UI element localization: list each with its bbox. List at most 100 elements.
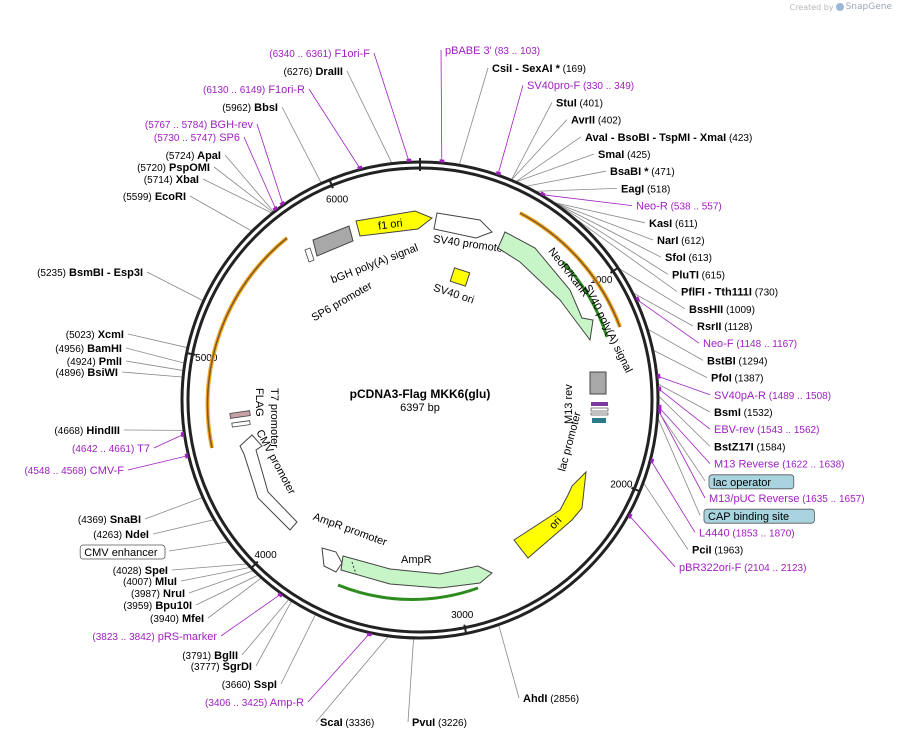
label-pos: (1853 .. 1870) <box>730 528 795 539</box>
label-pos: (3823 .. 3842) <box>92 632 154 643</box>
primer-mark <box>272 205 279 212</box>
label-name: BGH-rev <box>207 119 253 131</box>
primer-mark <box>279 200 286 207</box>
credit-text: Created by <box>789 2 834 12</box>
primer-mark <box>180 431 185 438</box>
plasmid-name: pCDNA3-Flag MKK6(glu) <box>350 387 491 401</box>
leader-line <box>315 636 389 723</box>
label-pos: (4548 .. 4568) <box>24 466 86 477</box>
primer-mark <box>540 191 546 197</box>
site-label: SfoI (613) <box>665 252 712 264</box>
primer-label: (6130 .. 6149) F1ori-R <box>203 84 305 96</box>
leader-line <box>555 202 669 275</box>
primer-label: EBV-rev (1543 .. 1562) <box>714 424 819 436</box>
leader-line <box>658 383 711 413</box>
label-name: pBABE 3' <box>445 45 492 57</box>
leader-line <box>127 333 187 348</box>
label-pos: (730) <box>752 288 778 299</box>
label-name: Bpu10I <box>152 600 192 612</box>
label-pos: (3791) <box>182 651 211 662</box>
label-pos: (1635 .. 1657) <box>799 494 864 505</box>
label-pos: (1128) <box>721 322 752 333</box>
leader-line <box>653 350 708 378</box>
site-label: (4369) SnaBI <box>78 514 141 526</box>
label-name: PciI <box>692 545 712 557</box>
feature-box-label: CAP binding site <box>703 508 815 524</box>
label-pos: (83 .. 103) <box>492 46 540 57</box>
leader-line <box>241 599 289 656</box>
primer-marks <box>180 158 662 637</box>
label-pos: (1148 .. 1167) <box>734 339 798 350</box>
tick-mark <box>631 486 642 493</box>
label-pos: (1009) <box>723 305 755 316</box>
site-label: CsiI - SexAI * (169) <box>492 63 586 75</box>
leader-line <box>648 329 704 361</box>
label-name: AhdI <box>523 693 547 705</box>
site-label: PfoI (1387) <box>711 373 763 385</box>
label-name: BssHII <box>689 304 723 316</box>
leader-line <box>224 154 274 212</box>
feature-labels: CsiI - SexAI * (169)SV40pro-F (330 .. 34… <box>24 45 864 729</box>
site-label: (5724) ApaI <box>166 150 221 162</box>
feature-lac-mark-2 <box>590 407 609 412</box>
label-pos: (471) <box>649 167 675 178</box>
tick-label: 6000 <box>326 194 349 205</box>
label-name: HindIII <box>83 425 120 437</box>
leader-line <box>516 153 595 182</box>
label-pos: (1387) <box>732 374 764 385</box>
label-pos: (1963) <box>712 546 744 557</box>
label-name: KasI <box>649 218 672 230</box>
label-name: Amp-R <box>267 697 304 709</box>
leader-line <box>497 85 524 175</box>
flag-label: FLAG <box>253 388 265 417</box>
leader-line <box>555 202 654 241</box>
primer-label: SV40pA-R (1489 .. 1508) <box>714 390 831 402</box>
leader-line <box>307 633 370 703</box>
label-pos: (3660) <box>222 680 251 691</box>
site-label: (5714) XbaI <box>144 174 199 186</box>
label-pos: (401) <box>577 98 603 109</box>
label-name: SV40pro-F <box>527 80 580 92</box>
label-name: BsiWI <box>84 367 118 379</box>
feature-sp6 <box>304 247 315 263</box>
site-label: (5962) BbsI <box>222 102 278 114</box>
label-name: SnaBI <box>107 514 141 526</box>
primer-mark <box>184 453 189 459</box>
label-name: BbsI <box>251 102 278 114</box>
leader-line <box>152 519 214 535</box>
feature-box-text: lac operator <box>713 477 771 489</box>
feature-neo <box>497 231 594 342</box>
feature-box <box>708 474 795 490</box>
leader-lines <box>121 49 711 723</box>
leader-line <box>658 406 711 464</box>
label-name: NdeI <box>122 529 149 541</box>
label-name: F1ori-R <box>265 84 305 96</box>
leader-line <box>213 166 273 213</box>
label-name: BsaBI * <box>610 166 649 178</box>
primer-label: (5767 .. 5784) BGH-rev <box>145 119 254 131</box>
primer-mark <box>650 458 655 464</box>
tick-label: 1000 <box>590 275 613 286</box>
label-pos: (3940) <box>150 614 179 625</box>
label-pos: (1489 .. 1508) <box>766 391 831 402</box>
site-label: EagI (518) <box>621 183 670 195</box>
primer-mark <box>495 171 502 176</box>
label-pos: (3959) <box>123 601 152 612</box>
leader-line <box>255 601 292 667</box>
label-pos: (615) <box>699 270 725 281</box>
amp-orange-arc-inner <box>206 237 288 449</box>
leader-line <box>576 219 678 292</box>
tick-mark <box>249 560 259 570</box>
label-name: EcoRI <box>152 191 186 203</box>
tick-label: 3000 <box>451 610 474 621</box>
label-pos: (611) <box>672 219 697 230</box>
label-pos: (402) <box>595 116 621 127</box>
site-label: ScaI (3336) <box>320 717 374 729</box>
label-name: T7 <box>134 443 150 455</box>
site-label: PflFI - Tth111I (730) <box>681 287 778 299</box>
site-label: (6276) DraIII <box>284 66 343 78</box>
leader-line <box>202 178 272 214</box>
label-name: CsiI <box>492 63 512 75</box>
label-name: NarI <box>657 235 678 247</box>
